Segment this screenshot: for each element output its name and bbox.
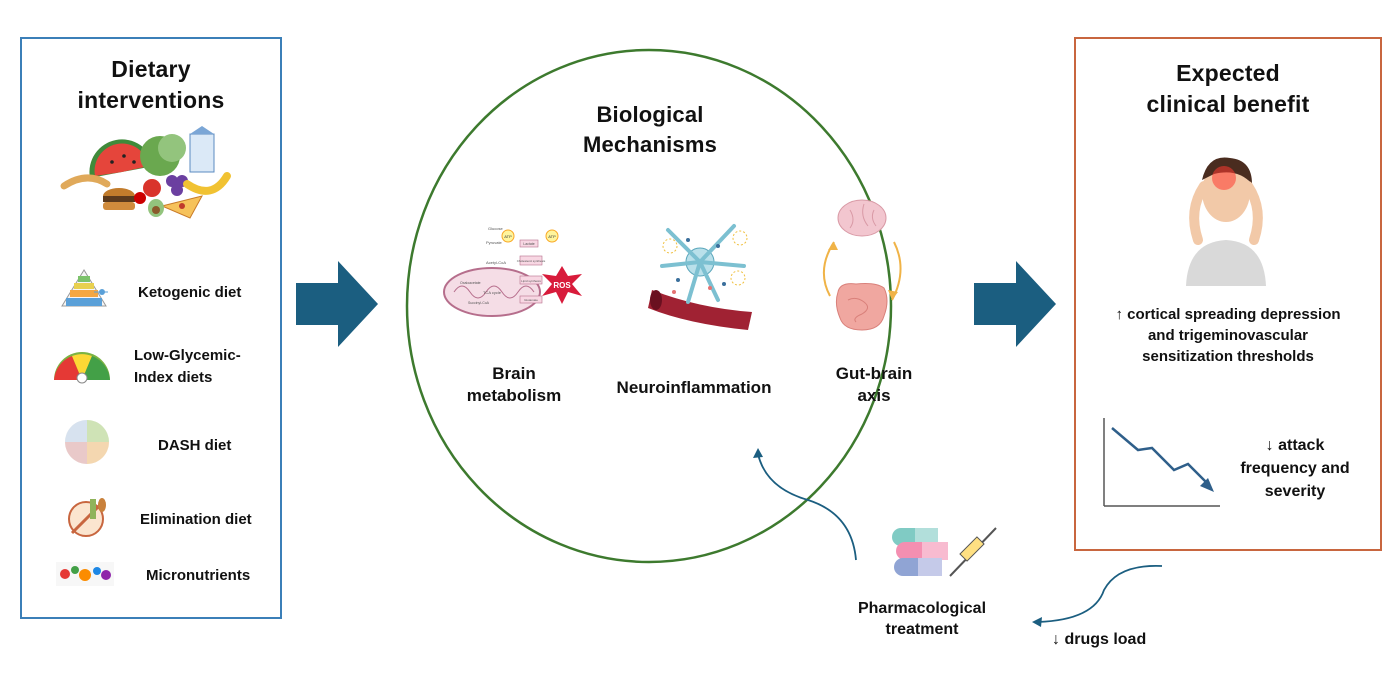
- mitochondria-icon: ROS ATP ATP Glucose Pyruvate Acetyl-CoA …: [443, 226, 582, 317]
- pharmacological-treatment-label: Pharmacological treatment: [857, 600, 987, 638]
- lipid-label: Lipid synthesis: [521, 279, 541, 283]
- pills-syringe-icon: [892, 527, 997, 577]
- dash-plate-icon: [65, 420, 109, 464]
- item-label-micronutrients: Micronutrients: [146, 567, 251, 584]
- pyruvate-label: Pyruvate: [486, 240, 503, 245]
- food-illustration-icon: [60, 126, 231, 219]
- item-label-dash: DASH diet: [158, 437, 232, 454]
- item-label-low-glycemic: Low-Glycemic- Index diets: [134, 347, 241, 386]
- glucose-label: Glucose: [488, 226, 503, 231]
- food-pyramid-icon: [61, 269, 108, 307]
- drugs-load-label: ↓ drugs load: [1052, 631, 1147, 648]
- neuroinflammation-label: Neuroinflammation: [616, 378, 772, 397]
- glutamate-label: Glutamate: [524, 298, 538, 302]
- atp-label-2: ATP: [548, 234, 556, 239]
- dietary-interventions-panel: [20, 37, 282, 619]
- dietary-interventions-title: Dietary interventions: [77, 56, 225, 113]
- succinyl-label: Succinyl-CoA: [468, 301, 490, 305]
- elimination-plate-icon: [68, 498, 106, 537]
- lactate-label: Lactate: [523, 242, 535, 246]
- micronutrients-icon: [56, 562, 114, 586]
- neuron-inflammation-icon: [648, 224, 752, 330]
- expected-benefit-title: Expected clinical benefit: [1146, 60, 1310, 117]
- acetyl-label: Acetyl-CoA: [486, 260, 506, 265]
- expected-benefit-panel: [1074, 37, 1382, 551]
- oxaloacetate-label: Oxaloacetate: [460, 281, 481, 285]
- tca-label: TCA cycle: [483, 290, 502, 295]
- pharma-to-mechanisms-arrow: [753, 448, 857, 561]
- gut-brain-axis-label: Gut-brain axis: [835, 364, 913, 405]
- ros-label: ROS: [553, 281, 571, 290]
- biological-mechanisms-title: Biological Mechanisms: [582, 102, 718, 157]
- benefit-to-drugs-arrow: [1032, 565, 1163, 627]
- gut-brain-icon: [823, 199, 902, 331]
- headache-person-icon: [1186, 157, 1266, 286]
- attack-frequency-text: ↓ attack frequency and severity: [1240, 437, 1350, 500]
- glycemic-plate-icon: [54, 352, 110, 384]
- arrow-left-to-center: [296, 261, 378, 347]
- brain-metabolism-label: Brain metabolism: [466, 364, 562, 405]
- cholesterol-label: Cholesterol synthesis: [517, 259, 546, 263]
- item-label-elimination: Elimination diet: [140, 511, 252, 528]
- decline-chart-icon: [1103, 418, 1220, 507]
- arrow-center-to-right: [974, 261, 1056, 347]
- biological-mechanisms-circle: [405, 48, 893, 564]
- atp-label-1: ATP: [504, 234, 512, 239]
- threshold-benefit-text: ↑ cortical spreading depression and trig…: [1115, 306, 1341, 365]
- item-label-ketogenic: Ketogenic diet: [138, 284, 242, 301]
